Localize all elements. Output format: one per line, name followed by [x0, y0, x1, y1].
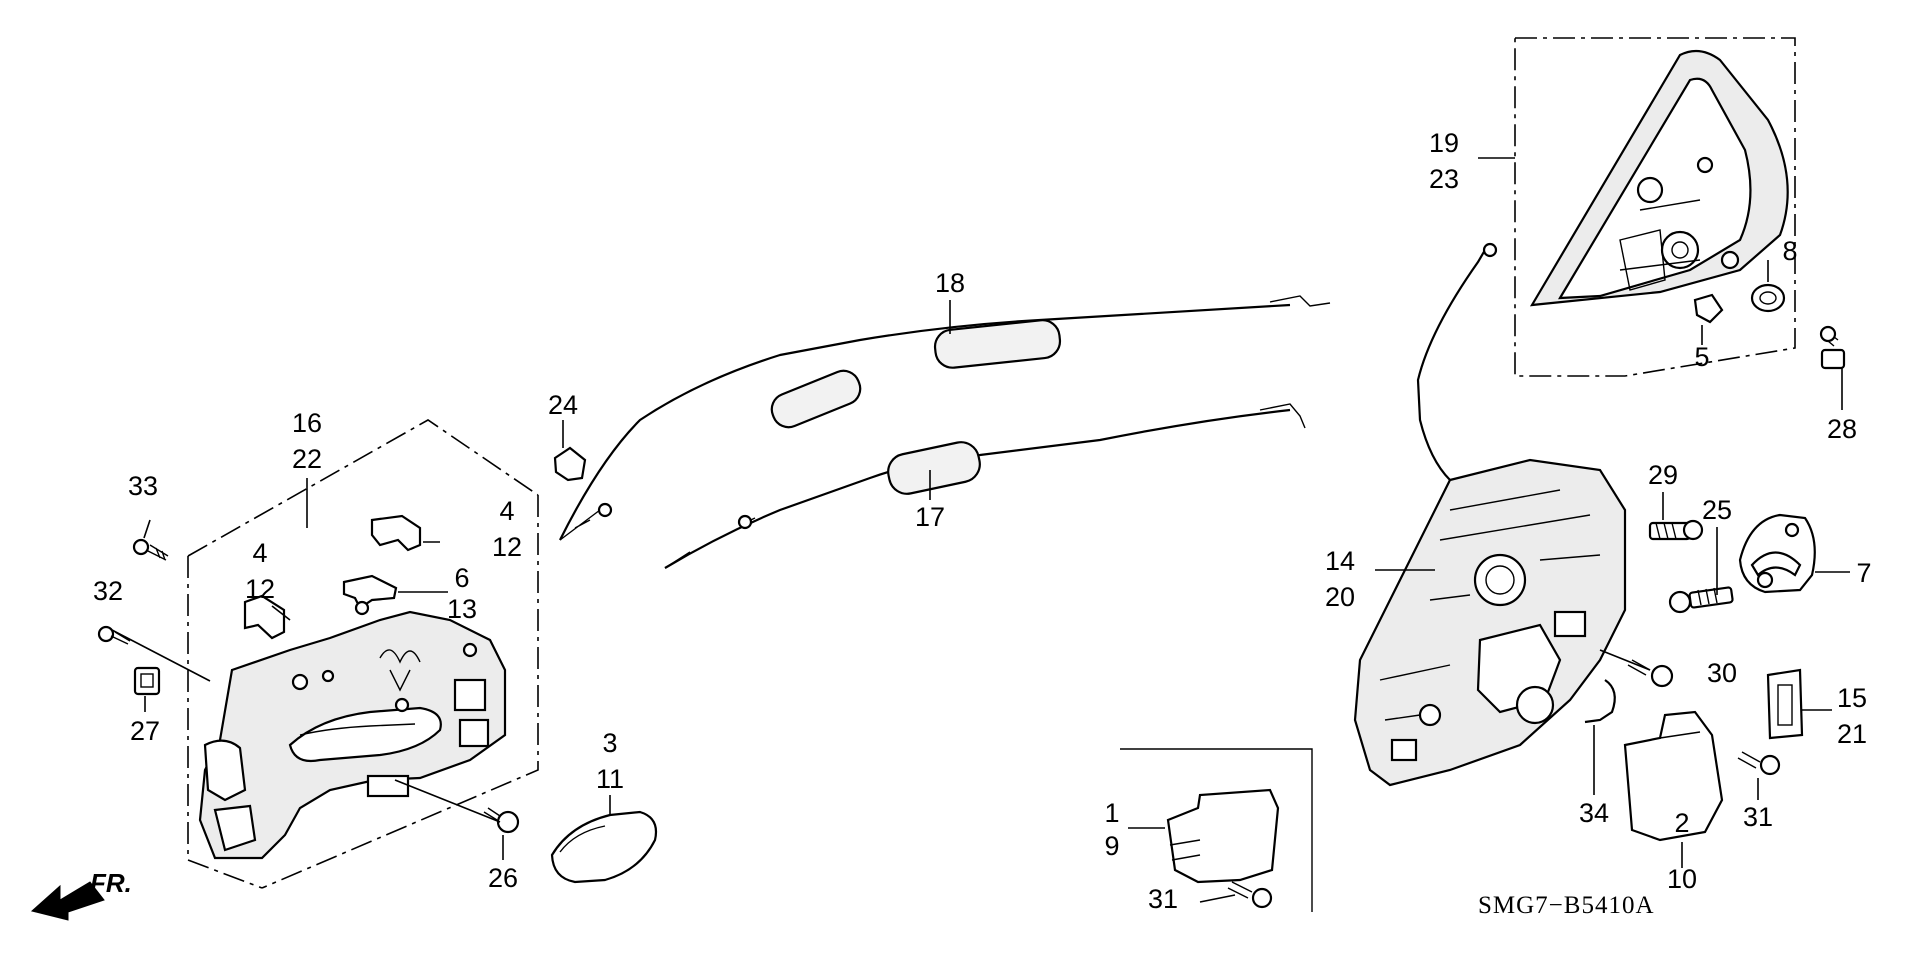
callout-26: 26	[488, 863, 518, 893]
door-latch-actuator-14-20[interactable]	[1353, 242, 1627, 787]
callout-27: 27	[130, 716, 160, 746]
callout-9: 9	[1104, 831, 1119, 861]
callout-labels: 1 9 31 2 10 31 3 11 4 12 4 12 5 6 13 7 8…	[93, 128, 1872, 914]
inner-handle-assembly-group	[97, 419, 539, 889]
rod-34[interactable]	[1584, 679, 1616, 724]
direction-label: FR.	[90, 868, 132, 898]
callout-21: 21	[1837, 719, 1867, 749]
callout-29: 29	[1648, 460, 1678, 490]
cable-17[interactable]	[664, 403, 1306, 569]
front-direction-arrow: FR.	[30, 868, 132, 921]
callout-4-lower: 4	[252, 538, 267, 568]
actuator-cover-1-9[interactable]	[1166, 788, 1280, 884]
callout-32: 32	[93, 576, 123, 606]
callout-12-lower: 12	[245, 574, 275, 604]
callout-17: 17	[915, 502, 945, 532]
clip-4-12-upper[interactable]	[370, 514, 422, 552]
callout-19: 19	[1429, 128, 1459, 158]
screw-29[interactable]	[1648, 519, 1704, 541]
actuator-cover-2-10[interactable]	[1623, 710, 1724, 842]
callout-5: 5	[1694, 342, 1709, 372]
callout-11: 11	[596, 764, 624, 794]
bolt-26[interactable]	[483, 807, 520, 834]
callout-30: 30	[1707, 658, 1737, 688]
callout-14: 14	[1325, 546, 1355, 576]
callout-6: 6	[454, 563, 469, 593]
callout-34: 34	[1579, 798, 1609, 828]
pad-15-21[interactable]	[1766, 668, 1804, 740]
cable-clip-24[interactable]	[553, 446, 587, 482]
clip-5[interactable]	[1693, 293, 1724, 324]
callout-4-upper: 4	[499, 496, 514, 526]
clip-6-13[interactable]	[342, 574, 398, 610]
callout-33: 33	[128, 471, 158, 501]
clip-4-12-lower[interactable]	[243, 594, 286, 640]
callout-7: 7	[1856, 558, 1871, 588]
cable-18[interactable]	[559, 295, 1331, 541]
handle-cover-3-11[interactable]	[550, 810, 658, 884]
clip-nut-27[interactable]	[133, 666, 161, 696]
outer-handle-assembly-19-23[interactable]	[1529, 49, 1789, 307]
callout-25: 25	[1702, 495, 1732, 525]
callout-8: 8	[1782, 236, 1797, 266]
callout-3: 3	[602, 728, 617, 758]
callout-23: 23	[1429, 164, 1459, 194]
callout-31-lower: 31	[1148, 884, 1178, 914]
bolt-28[interactable]	[1819, 325, 1846, 370]
door-striker-7[interactable]	[1738, 513, 1816, 594]
callout-12-upper: 12	[492, 532, 522, 562]
diagram-code: SMG7−B5410A	[1478, 892, 1655, 919]
callout-16: 16	[292, 408, 322, 438]
grommet-8[interactable]	[1750, 283, 1786, 313]
screw-25[interactable]	[1668, 586, 1734, 614]
callout-15: 15	[1837, 683, 1867, 713]
callout-18: 18	[935, 268, 965, 298]
callout-10: 10	[1667, 864, 1697, 894]
callout-1: 1	[1104, 798, 1119, 828]
bolt-30[interactable]	[1627, 659, 1674, 688]
callout-24: 24	[548, 390, 578, 420]
callout-20: 20	[1325, 582, 1355, 612]
screw-32[interactable]	[97, 625, 131, 645]
callout-31-right: 31	[1743, 802, 1773, 832]
callout-28: 28	[1827, 414, 1857, 444]
callout-22: 22	[292, 444, 322, 474]
screw-31-lower[interactable]	[1227, 881, 1273, 909]
callout-2: 2	[1674, 808, 1689, 838]
screw-33[interactable]	[132, 538, 169, 561]
screw-31-right[interactable]	[1737, 751, 1781, 776]
callout-13: 13	[447, 594, 477, 624]
